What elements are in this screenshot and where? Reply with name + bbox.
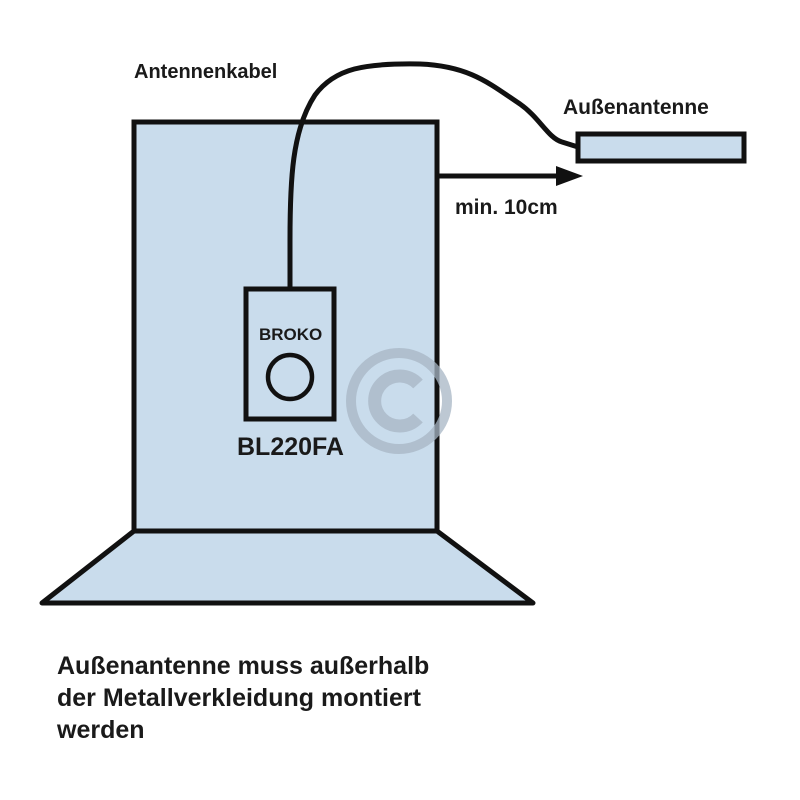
external-antenna-bar bbox=[575, 131, 747, 164]
distance-arrow-head-icon bbox=[556, 166, 583, 186]
receiver-button-icon bbox=[265, 352, 315, 402]
antenna-cable bbox=[287, 61, 581, 292]
module-model-label: BL220FA bbox=[237, 433, 344, 461]
min-distance-label: min. 10cm bbox=[455, 196, 558, 219]
mounting-instruction-caption: Außenantenne muss außerhalb der Metallve… bbox=[57, 650, 577, 746]
module-brand-label: BROKO bbox=[259, 325, 323, 344]
caption-line: Außenantenne muss außerhalb bbox=[57, 652, 430, 680]
antenna-cable-label: Antennenkabel bbox=[134, 61, 278, 83]
caption-line: der Metallverkleidung montiert bbox=[57, 684, 421, 712]
caption-line: werden bbox=[57, 716, 145, 744]
external-antenna-label: Außenantenne bbox=[563, 96, 709, 119]
hood-base-trapezoid bbox=[39, 528, 536, 606]
